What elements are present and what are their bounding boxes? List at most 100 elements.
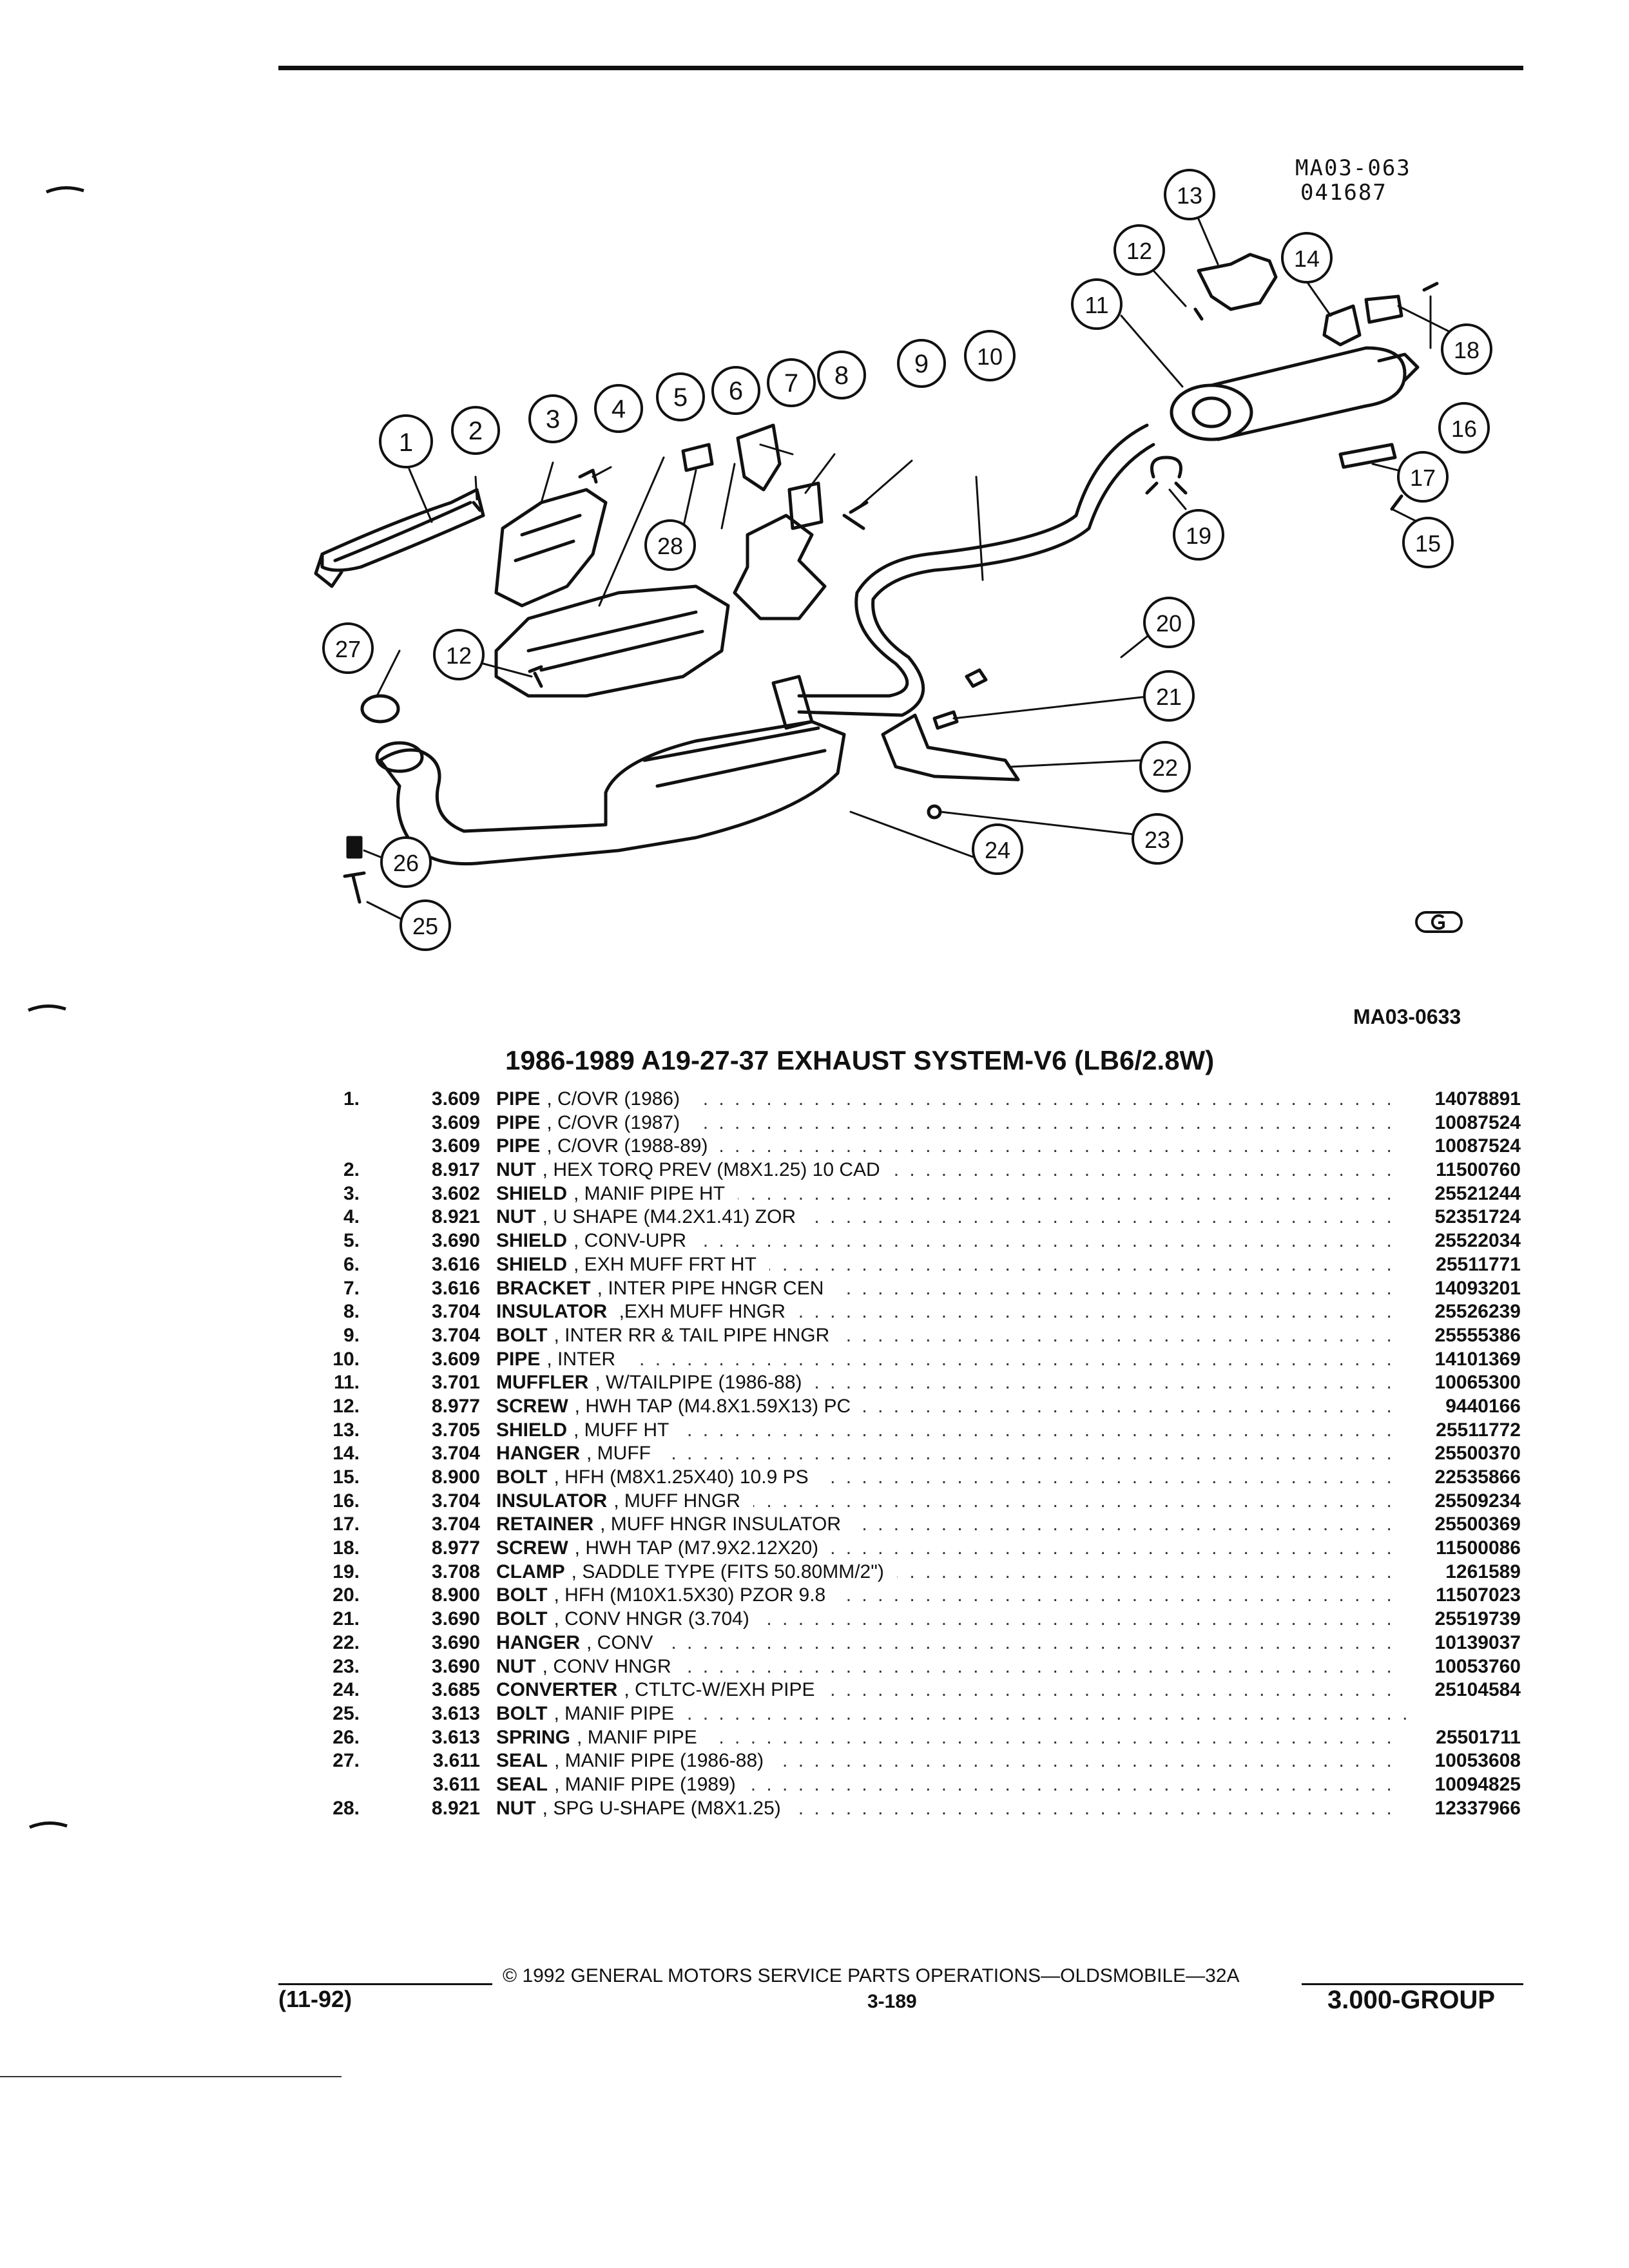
part-name: RETAINER [496,1514,601,1535]
part-name: INSULATOR [496,1301,614,1323]
part-number: 10094825 [1393,1773,1521,1797]
part-spec: , CTLTC-W/EXH PIPE [624,1679,822,1701]
part-number: 52351724 [1393,1206,1521,1230]
bottom-rule [0,2076,342,2077]
part-name: PIPE [496,1088,547,1110]
part-row: 13.3.705 . . . . . . . . . . . . . . . .… [303,1418,1521,1443]
part-description: PIPE, INTER [496,1348,1521,1372]
part-muffler [1170,346,1420,441]
part-name: SHIELD [496,1230,574,1252]
part-row: 3.609 . . . . . . . . . . . . . . . . . … [303,1135,1521,1159]
part-row: 3.609 . . . . . . . . . . . . . . . . . … [303,1111,1521,1135]
part-name: SPRING [496,1726,577,1748]
group-number: 3.609 [431,1348,480,1370]
group-number: 8.977 [431,1395,480,1417]
part-spec: , C/OVR (1986) [546,1088,687,1110]
margin-mark-top [45,184,85,193]
item-number: 19. [333,1561,360,1582]
svg-text:23: 23 [1144,827,1170,853]
part-row: 11.3.701 . . . . . . . . . . . . . . . .… [303,1371,1521,1395]
part-number: 10053608 [1393,1749,1521,1773]
part-number: 25519739 [1393,1608,1521,1631]
part-spec: , SADDLE TYPE (FITS 50.80MM/2") [571,1561,891,1582]
svg-text:24: 24 [985,837,1010,863]
part-description: BRACKET, INTER PIPE HNGR CEN [496,1277,1521,1301]
part-spec: , MANIF PIPE (1989) [554,1773,742,1795]
footer-rule-right [1302,1983,1523,1985]
part-number: 25104584 [1393,1678,1521,1702]
part-spec: , W/TAILPIPE (1986-88) [595,1372,809,1394]
part-number: 10053760 [1393,1655,1521,1679]
part-description: RETAINER, MUFF HNGR INSULATOR [496,1513,1521,1537]
part-number: 10087524 [1393,1111,1521,1135]
item-number: 22. [333,1631,360,1653]
part-description: NUT, CONV HNGR [496,1655,1521,1679]
part-row: 7.3.616 . . . . . . . . . . . . . . . . … [303,1276,1521,1301]
item-number: 1. [343,1088,360,1110]
part-spec: , HWH TAP (M4.8X1.59X13) PC [574,1395,858,1417]
part-name: SEAL [496,1773,555,1795]
part-row: 17.3.704 . . . . . . . . . . . . . . . .… [303,1513,1521,1537]
part-muffler-insulator [1364,294,1403,324]
part-spec: ,EXH MUFF HNGR [613,1301,792,1323]
callout-6: 6 [711,366,760,415]
svg-text:28: 28 [657,533,683,559]
part-muff-front-shield [733,514,827,620]
svg-text:3: 3 [546,405,560,434]
group-number: 3.704 [431,1490,480,1512]
svg-text:25: 25 [412,913,438,939]
group-number: 3.704 [431,1443,480,1465]
part-row: 14.3.704 . . . . . . . . . . . . . . . .… [303,1442,1521,1466]
callout-10: 10 [964,330,1016,381]
part-description: SHIELD, MUFF HT [496,1419,1521,1443]
part-spec: , MANIF PIPE [554,1702,681,1724]
part-description: NUT, SPG U-SHAPE (M8X1.25) [496,1797,1521,1821]
part-number: 25509234 [1393,1489,1521,1514]
part-converter-upper-shield [494,584,730,698]
group-number: 8.921 [431,1206,480,1228]
item-number: 20. [333,1584,360,1606]
group-label: 3.000-GROUP [1327,1986,1496,2014]
svg-text:26: 26 [393,850,419,876]
part-number: 22535866 [1393,1466,1521,1490]
group-number: 3.613 [431,1726,480,1748]
callout-27: 27 [322,622,374,674]
part-clamp [1145,456,1188,495]
part-number: 14078891 [1393,1088,1521,1111]
item-number: 15. [333,1466,360,1488]
group-number: 3.609 [431,1135,480,1157]
item-number: 16. [333,1490,360,1512]
part-description: SEAL, MANIF PIPE (1989) [496,1773,1521,1797]
group-number: 3.690 [431,1230,480,1252]
part-spec: , C/OVR (1988-89) [546,1135,715,1157]
part-description: SCREW, HWH TAP (M7.9X2.12X20) [496,1537,1521,1561]
callout-16: 16 [1438,402,1490,454]
part-screw-12b [1193,307,1204,321]
part-row: 2.8.917 . . . . . . . . . . . . . . . . … [303,1158,1521,1182]
svg-text:12: 12 [446,642,472,669]
callout-22: 22 [1139,741,1191,793]
part-manif-pipe-shield [494,488,608,608]
callout-24: 24 [972,823,1023,875]
callout-12-bottom: 12 [433,629,485,680]
part-conv-bolt-2 [932,710,959,730]
part-description: PIPE, C/OVR (1987) [496,1111,1521,1135]
part-row: 12.8.977 . . . . . . . . . . . . . . . .… [303,1394,1521,1419]
callout-9: 9 [897,339,946,388]
diagram-code-top: MA03-063 041687 [1295,155,1411,206]
callout-23: 23 [1132,813,1183,865]
group-number: 3.613 [431,1702,480,1724]
diagram-reference-code: MA03-0633 [1353,1005,1461,1028]
part-name: BOLT [496,1702,554,1724]
part-description: SHIELD, EXH MUFF FRT HT [496,1253,1521,1277]
callout-14: 14 [1281,232,1333,284]
svg-text:13: 13 [1177,182,1202,209]
svg-text:18: 18 [1454,337,1480,363]
part-description: SPRING, MANIF PIPE [496,1726,1521,1750]
callout-2: 2 [451,406,500,455]
svg-text:20: 20 [1156,610,1182,637]
part-converter [375,720,846,866]
top-rule [278,66,1523,70]
item-number: 2. [343,1159,360,1181]
part-number: 25522034 [1393,1229,1521,1253]
